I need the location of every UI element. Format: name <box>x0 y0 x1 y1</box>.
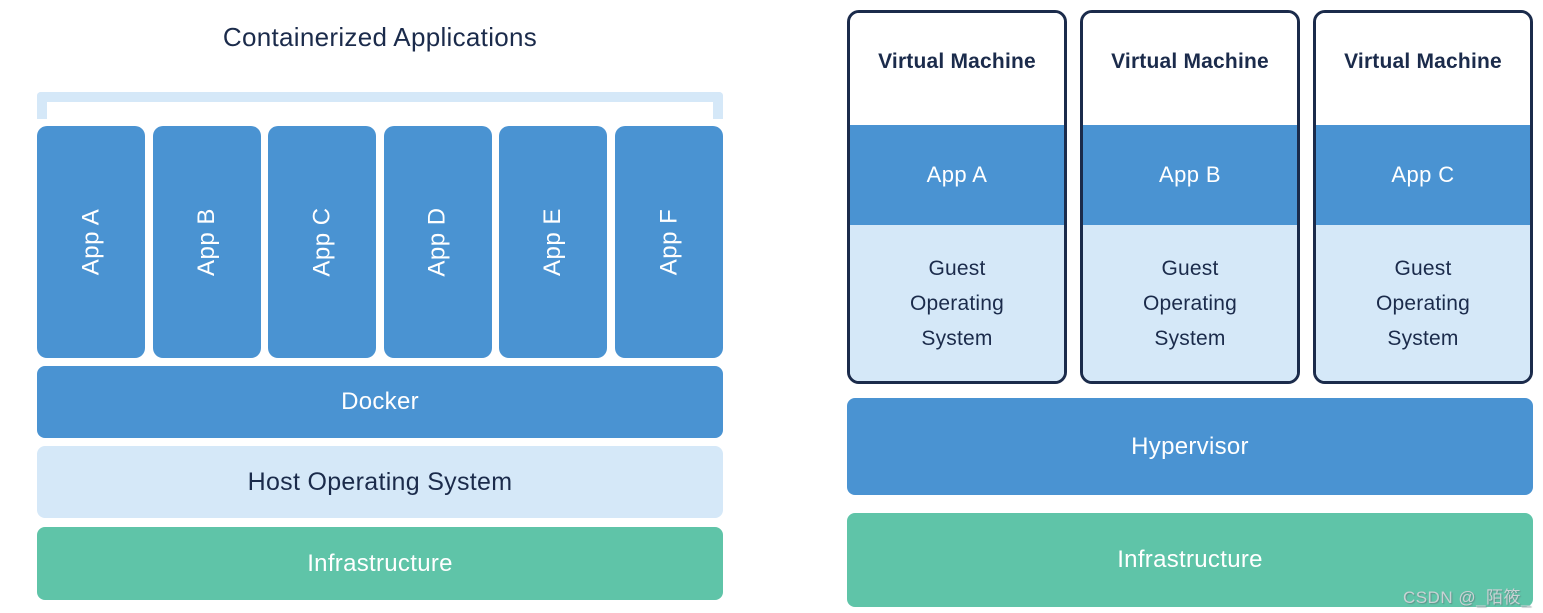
container-app-label: App D <box>423 207 451 277</box>
vm-row: Virtual Machine App A Guest Operating Sy… <box>847 10 1533 384</box>
containers-panel: Containerized Applications App A App B A… <box>37 0 723 613</box>
containers-bracket <box>37 92 723 119</box>
vm-card: Virtual Machine App B Guest Operating Sy… <box>1080 10 1300 384</box>
vm-app-label: App C <box>1316 125 1530 225</box>
vm-header: Virtual Machine <box>1316 13 1530 125</box>
vm-title: Virtual Machine <box>1111 50 1269 73</box>
container-app-box: App D <box>383 126 492 358</box>
container-app-box: App A <box>37 126 145 358</box>
vm-title: Virtual Machine <box>1344 50 1502 73</box>
vm-guest-os: Guest Operating System <box>1316 225 1530 381</box>
vm-header: Virtual Machine <box>1083 13 1297 125</box>
vm-guest-os-label: Guest Operating System <box>1142 256 1238 350</box>
container-apps-row: App A App B App C App D App E App F <box>37 126 723 358</box>
vm-guest-os-label: Guest Operating System <box>1375 256 1471 350</box>
infrastructure-layer: Infrastructure <box>847 513 1533 607</box>
vm-app-label: App A <box>850 125 1064 225</box>
container-app-label: App C <box>308 207 336 277</box>
containers-title: Containerized Applications <box>222 22 538 52</box>
container-app-label: App E <box>539 208 567 276</box>
container-app-box: App B <box>152 126 261 358</box>
container-app-label: App A <box>77 208 104 276</box>
vm-header: Virtual Machine <box>850 13 1064 125</box>
csdn-watermark: CSDN @_陌筱_ <box>1402 588 1531 607</box>
vm-guest-os: Guest Operating System <box>1083 225 1297 381</box>
container-app-label: App F <box>654 208 682 276</box>
vm-guest-os: Guest Operating System <box>850 225 1064 381</box>
vm-guest-os-label: Guest Operating System <box>909 256 1005 350</box>
infrastructure-layer: Infrastructure <box>37 527 723 600</box>
docker-layer: Docker <box>37 366 723 438</box>
container-app-box: App F <box>614 126 723 358</box>
container-app-box: App E <box>499 126 608 358</box>
hypervisor-layer: Hypervisor <box>847 398 1533 495</box>
vm-title: Virtual Machine <box>878 50 1036 73</box>
virtual-machines-panel: Virtual Machine App A Guest Operating Sy… <box>847 0 1533 613</box>
vm-card: Virtual Machine App A Guest Operating Sy… <box>847 10 1067 384</box>
host-os-layer: Host Operating System <box>37 446 723 518</box>
container-app-label: App B <box>192 208 220 276</box>
vm-card: Virtual Machine App C Guest Operating Sy… <box>1313 10 1533 384</box>
container-app-box: App C <box>268 126 377 358</box>
vm-app-label: App B <box>1083 125 1297 225</box>
